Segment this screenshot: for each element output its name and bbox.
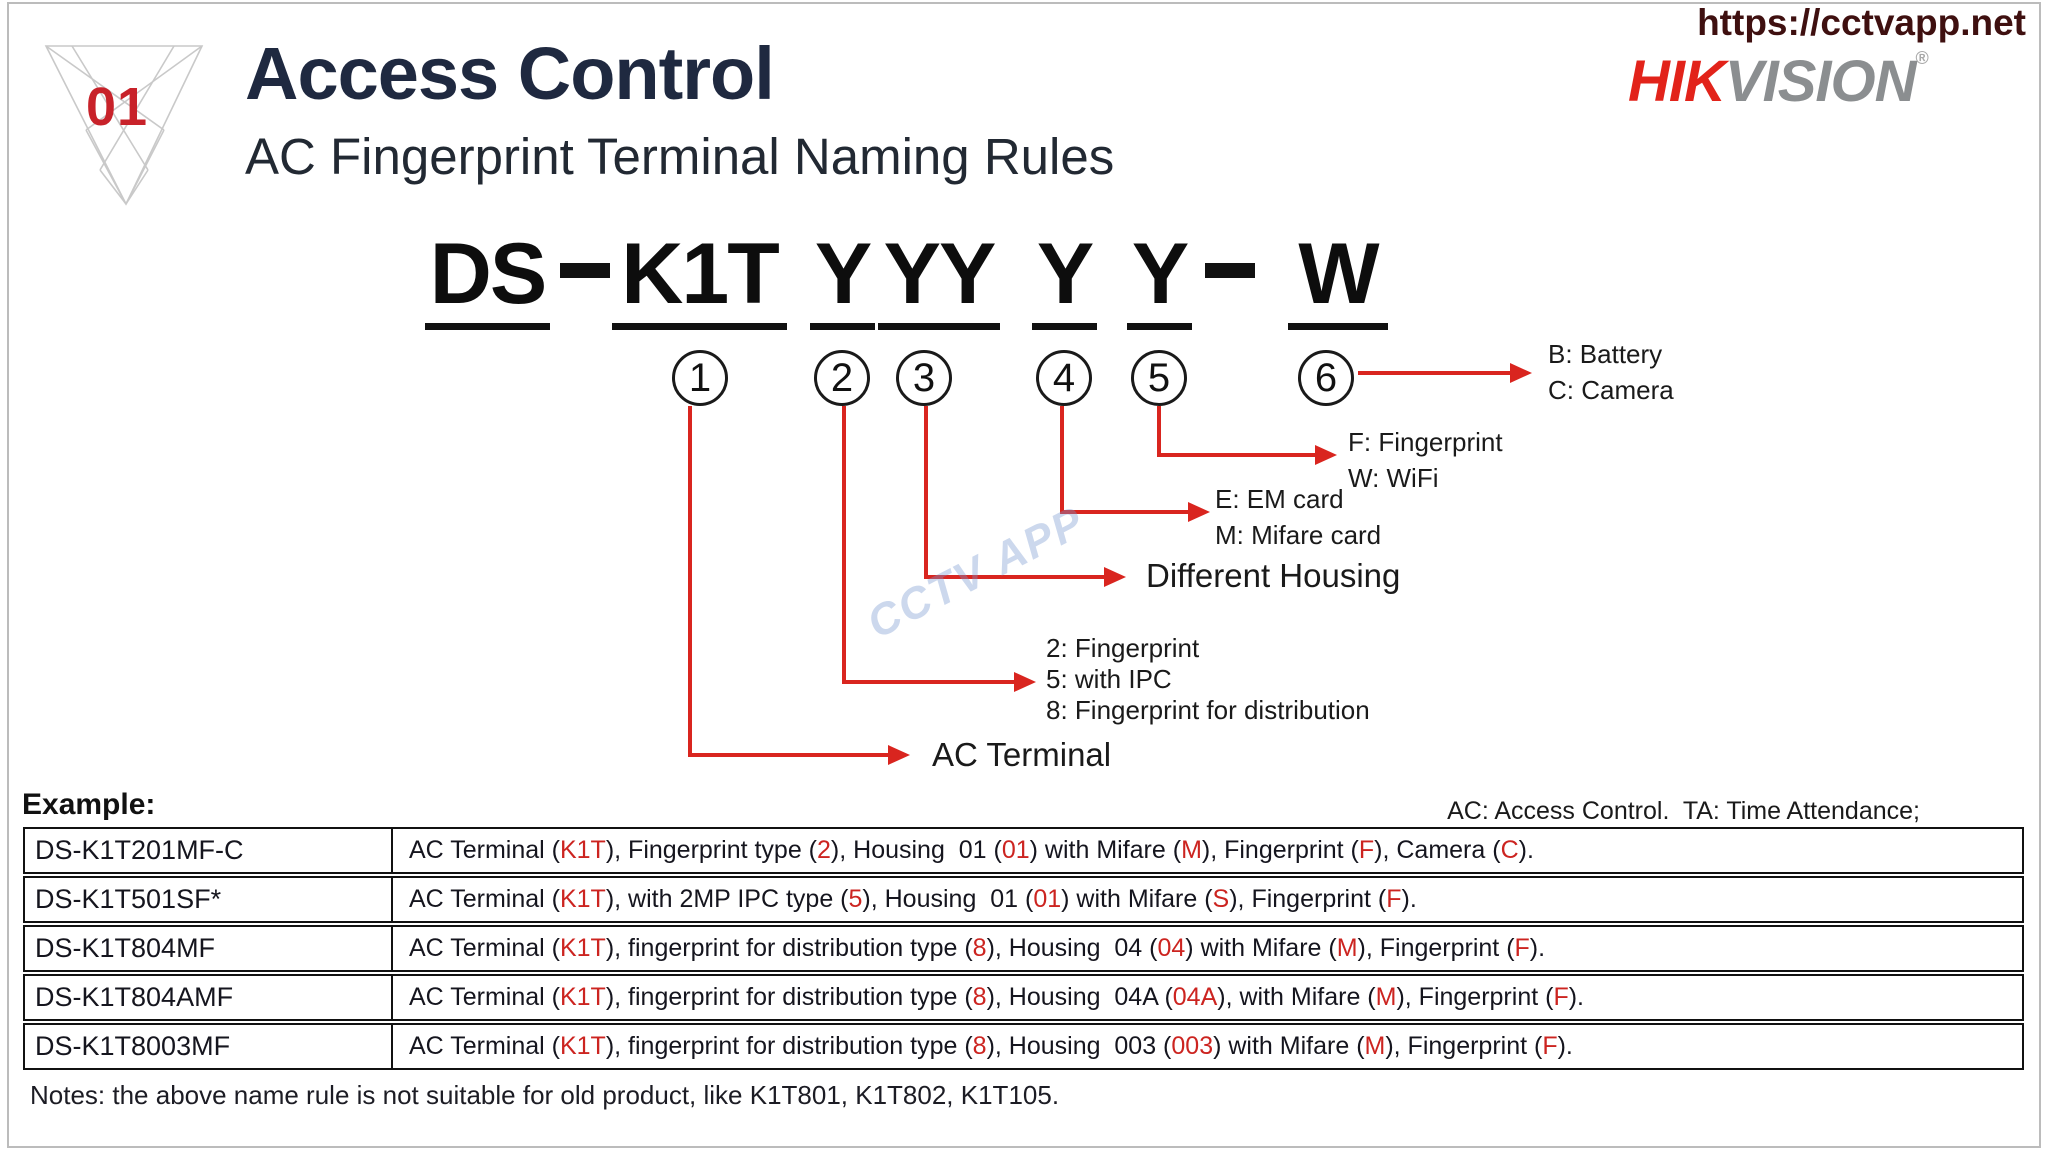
marker-circle-3: 3 <box>896 350 952 406</box>
connector-line <box>842 406 846 684</box>
page-subtitle: AC Fingerprint Terminal Naming Rules <box>245 128 1115 185</box>
arrowhead-icon <box>1315 445 1337 465</box>
underline <box>810 323 875 330</box>
connector-line <box>1060 406 1064 514</box>
description-cell: AC Terminal (K1T), Fingerprint type (2),… <box>409 836 1534 864</box>
segment-y1: Y <box>810 228 875 330</box>
underline <box>425 323 550 330</box>
brand-vision: VISION <box>1724 49 1917 114</box>
callout-6: B: Battery C: Camera <box>1548 339 1674 405</box>
table-row: DS-K1T501SF* AC Terminal (K1T), with 2MP… <box>23 876 2024 923</box>
underline <box>1032 323 1097 330</box>
connector-line <box>924 575 1104 579</box>
segment-k1t: K1T <box>612 228 787 330</box>
segment-ds: DS <box>425 228 550 330</box>
watermark: CCTV APP <box>859 496 1093 649</box>
callout-3: Different Housing <box>1146 557 1401 594</box>
connector-line <box>688 406 692 757</box>
arrowhead-icon <box>1188 502 1210 522</box>
model-cell: DS-K1T8003MF <box>25 1025 393 1068</box>
model-cell: DS-K1T804MF <box>25 927 393 970</box>
site-url: https://cctvapp.net <box>1697 2 2026 43</box>
callout-5: F: Fingerprint W: WiFi <box>1348 427 1503 493</box>
description-cell: AC Terminal (K1T), fingerprint for distr… <box>409 934 1546 962</box>
table-row: DS-K1T804AMF AC Terminal (K1T), fingerpr… <box>23 974 2024 1021</box>
connector-line <box>1157 406 1161 457</box>
table-row: DS-K1T8003MF AC Terminal (K1T), fingerpr… <box>23 1023 2024 1070</box>
marker-circle-5: 5 <box>1131 350 1187 406</box>
arrowhead-icon <box>1104 567 1126 587</box>
dash-separator <box>560 263 610 278</box>
segment-yy: YY <box>878 228 1000 330</box>
marker-circle-6: 6 <box>1298 350 1354 406</box>
connector-line <box>924 406 928 579</box>
segment-y2: Y <box>1032 228 1097 330</box>
table-row: DS-K1T804MF AC Terminal (K1T), fingerpri… <box>23 925 2024 972</box>
notes-text: Notes: the above name rule is not suitab… <box>30 1080 1060 1110</box>
underline <box>612 323 787 330</box>
connector-line <box>1358 371 1510 375</box>
model-cell: DS-K1T201MF-C <box>25 829 393 872</box>
arrowhead-icon <box>888 745 910 765</box>
marker-circle-1: 1 <box>672 350 728 406</box>
underline <box>1127 323 1192 330</box>
model-cell: DS-K1T804AMF <box>25 976 393 1019</box>
example-table: DS-K1T201MF-C AC Terminal (K1T), Fingerp… <box>23 827 2024 1072</box>
underline <box>878 323 1000 330</box>
segment-w: W <box>1288 228 1388 330</box>
model-cell: DS-K1T501SF* <box>25 878 393 921</box>
underline <box>1288 323 1388 330</box>
marker-circle-2: 2 <box>814 350 870 406</box>
description-cell: AC Terminal (K1T), fingerprint for distr… <box>409 1032 1573 1060</box>
badge-number: 01 <box>86 77 149 137</box>
description-cell: AC Terminal (K1T), fingerprint for distr… <box>409 983 1584 1011</box>
arrowhead-icon <box>1510 363 1532 383</box>
brand-hik: HIK <box>1628 49 1726 114</box>
connector-line <box>1060 510 1188 514</box>
callout-4: E: EM card M: Mifare card <box>1215 484 1382 550</box>
legend-text: AC: Access Control. TA: Time Attendance; <box>1447 797 1920 825</box>
callout-1: AC Terminal <box>932 736 1112 773</box>
connector-line <box>1157 453 1315 457</box>
triangle-logo-icon <box>44 45 204 206</box>
segment-y3: Y <box>1127 228 1192 330</box>
registered-mark: ® <box>1915 48 1929 68</box>
hikvision-logo: HIKVISION® <box>1628 48 1929 115</box>
table-row: DS-K1T201MF-C AC Terminal (K1T), Fingerp… <box>23 827 2024 874</box>
example-heading: Example: <box>22 788 156 821</box>
callout-2: 2: Fingerprint 5: with IPC 8: Fingerprin… <box>1046 633 1370 725</box>
connector-line <box>688 753 888 757</box>
dash-separator <box>1205 263 1255 278</box>
description-cell: AC Terminal (K1T), with 2MP IPC type (5)… <box>409 885 1417 913</box>
page-title: Access Control <box>245 32 775 115</box>
marker-circle-4: 4 <box>1036 350 1092 406</box>
connector-line <box>842 680 1014 684</box>
arrowhead-icon <box>1014 672 1036 692</box>
